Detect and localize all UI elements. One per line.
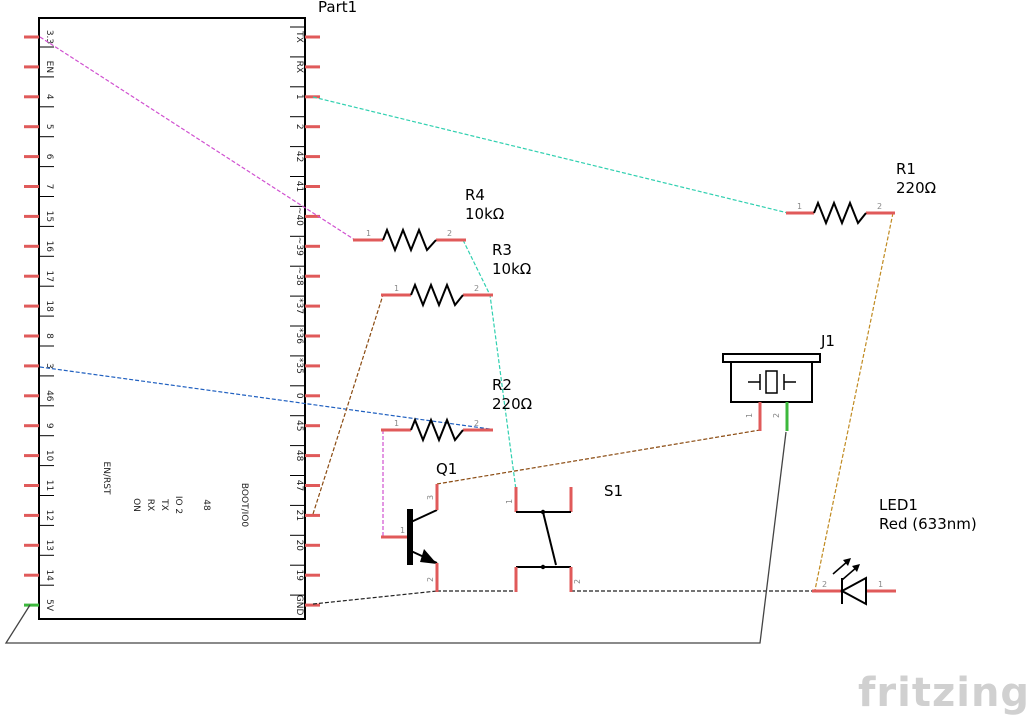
part1-left-pin-label: 3.3: [44, 30, 54, 44]
svg-text:2: 2: [573, 579, 582, 584]
part1-right-pin-label: *36: [294, 328, 304, 344]
svg-text:2: 2: [426, 577, 435, 582]
part1-right-pin-label: 19: [294, 569, 304, 581]
r3-value: 10kΩ: [492, 260, 531, 278]
part1-right-pin-label: RX: [294, 61, 304, 73]
svg-text:1: 1: [797, 202, 802, 211]
part1-right-pin-label: 20: [294, 540, 304, 552]
part1-left-pin-label: 5: [44, 124, 54, 130]
j1-name: J1: [820, 332, 835, 350]
svg-text:3: 3: [426, 495, 435, 500]
part1-left-pin-label: 3: [44, 363, 54, 369]
part1-left-pin-label: 9: [44, 423, 54, 429]
part1-inner-label: ON: [131, 498, 141, 512]
led1-name: LED1: [879, 496, 918, 514]
part1-right-pin-label: 47: [294, 480, 304, 491]
part1-right-pin-label: 45: [294, 420, 304, 431]
part1-right-pin-label: ~39: [294, 237, 304, 256]
part1-right-pin-label: *35: [294, 358, 304, 374]
part1-right-pin-label: 0: [294, 393, 304, 399]
svg-text:2: 2: [474, 284, 479, 293]
part1-left-pin-label: 16: [44, 241, 54, 253]
part1-right-pin-label: 2: [294, 124, 304, 130]
led1-value: Red (633nm): [879, 515, 977, 533]
part1-left-pin-label: 18: [44, 300, 54, 312]
wire-pin1-r1[interactable]: [312, 96, 789, 214]
part1-left-pin-label: 5V: [44, 599, 54, 612]
wire-r1-led[interactable]: [814, 212, 894, 591]
component-j1[interactable]: 1 2 J1: [722, 332, 835, 431]
part1-inner-label: 48: [201, 499, 211, 511]
resistor-r1[interactable]: 1 2 R1 220Ω: [786, 160, 936, 226]
part1-right-pin-label: ~38: [294, 267, 304, 286]
part1-left-pin-label: 17: [44, 270, 54, 281]
fritzing-logo: fritzing: [858, 670, 1030, 716]
wire-5v-j1[interactable]: [4, 431, 787, 644]
part1-left-pin-label: 12: [44, 510, 54, 521]
r4-value: 10kΩ: [465, 205, 504, 223]
svg-text:1: 1: [400, 526, 405, 535]
svg-text:1: 1: [505, 499, 514, 504]
svg-text:1: 1: [366, 229, 371, 238]
part1-left-pin-label: 7: [44, 184, 54, 190]
svg-text:1: 1: [745, 413, 754, 418]
part1-left-pin-label: 11: [44, 480, 54, 491]
part1-left-pin-label: 15: [44, 211, 54, 222]
part1-right-pin-label: TX: [294, 30, 304, 43]
r2-name: R2: [492, 376, 512, 394]
part1-left-pin-label: 4: [44, 94, 54, 100]
part1-right-pin-label: 1: [294, 94, 304, 100]
resistor-r3[interactable]: 1 2 R3 10kΩ: [381, 241, 531, 308]
wire-q1-j1[interactable]: [436, 429, 761, 485]
part1-right-pin-label: 21: [294, 510, 304, 521]
svg-text:2: 2: [772, 413, 781, 418]
part1-label: Part1: [318, 0, 357, 16]
part1-inner-label: EN/RST: [101, 462, 111, 495]
wire-pin21-r3[interactable]: [312, 294, 384, 515]
svg-text:2: 2: [447, 229, 452, 238]
r2-value: 220Ω: [492, 395, 532, 413]
svg-text:2: 2: [877, 202, 882, 211]
part1-right-pin-label: 41: [294, 181, 304, 192]
part1-microcontroller[interactable]: Part1 3.3EN4567151617188346910111213145V…: [24, 0, 357, 620]
switch-s1[interactable]: 1 2 S1: [505, 482, 623, 592]
part1-body: [38, 17, 306, 620]
wire-3v3-r4[interactable]: [39, 36, 356, 241]
part1-left-pin-label: EN: [44, 61, 54, 73]
part1-right-pin-label: 48: [294, 450, 304, 462]
part1-inner-label: RX: [145, 499, 155, 511]
transistor-q1[interactable]: 1 3 2 Q1: [381, 460, 457, 592]
svg-text:1: 1: [394, 419, 399, 428]
r4-name: R4: [465, 186, 485, 204]
s1-name: S1: [604, 482, 623, 500]
r3-name: R3: [492, 241, 512, 259]
part1-right-pin-label: ~40: [294, 207, 304, 226]
part1-right-pin-label: GND: [294, 595, 304, 616]
part1-left-pin-label: 14: [44, 569, 54, 581]
svg-text:1: 1: [878, 580, 883, 589]
r1-name: R1: [896, 160, 916, 178]
part1-left-pin-label: 13: [44, 540, 54, 551]
svg-text:2: 2: [822, 580, 827, 589]
part1-inner-label: IO 2: [173, 496, 183, 514]
part1-inner-label: TX: [159, 498, 169, 511]
part1-right-pin-label: 42: [294, 151, 304, 162]
part1-inner-label: BOOT/IO0: [239, 483, 249, 527]
q1-name: Q1: [436, 460, 457, 478]
part1-left-pin-label: 10: [44, 450, 54, 462]
r1-value: 220Ω: [896, 179, 936, 197]
wire-gnd-q1[interactable]: [312, 590, 438, 605]
led-led1[interactable]: 2 1 LED1 Red (633nm): [812, 496, 977, 606]
svg-text:1: 1: [394, 284, 399, 293]
resistor-r2[interactable]: 1 2 R2 220Ω: [381, 376, 532, 443]
part1-left-pin-label: 46: [44, 390, 54, 402]
resistor-r4[interactable]: 1 2 R4 10kΩ: [353, 186, 504, 253]
svg-text:2: 2: [474, 419, 479, 428]
part1-left-pin-label: 6: [44, 154, 54, 160]
part1-left-pin-label: 8: [44, 333, 54, 339]
part1-right-pin-label: *37: [294, 298, 304, 314]
